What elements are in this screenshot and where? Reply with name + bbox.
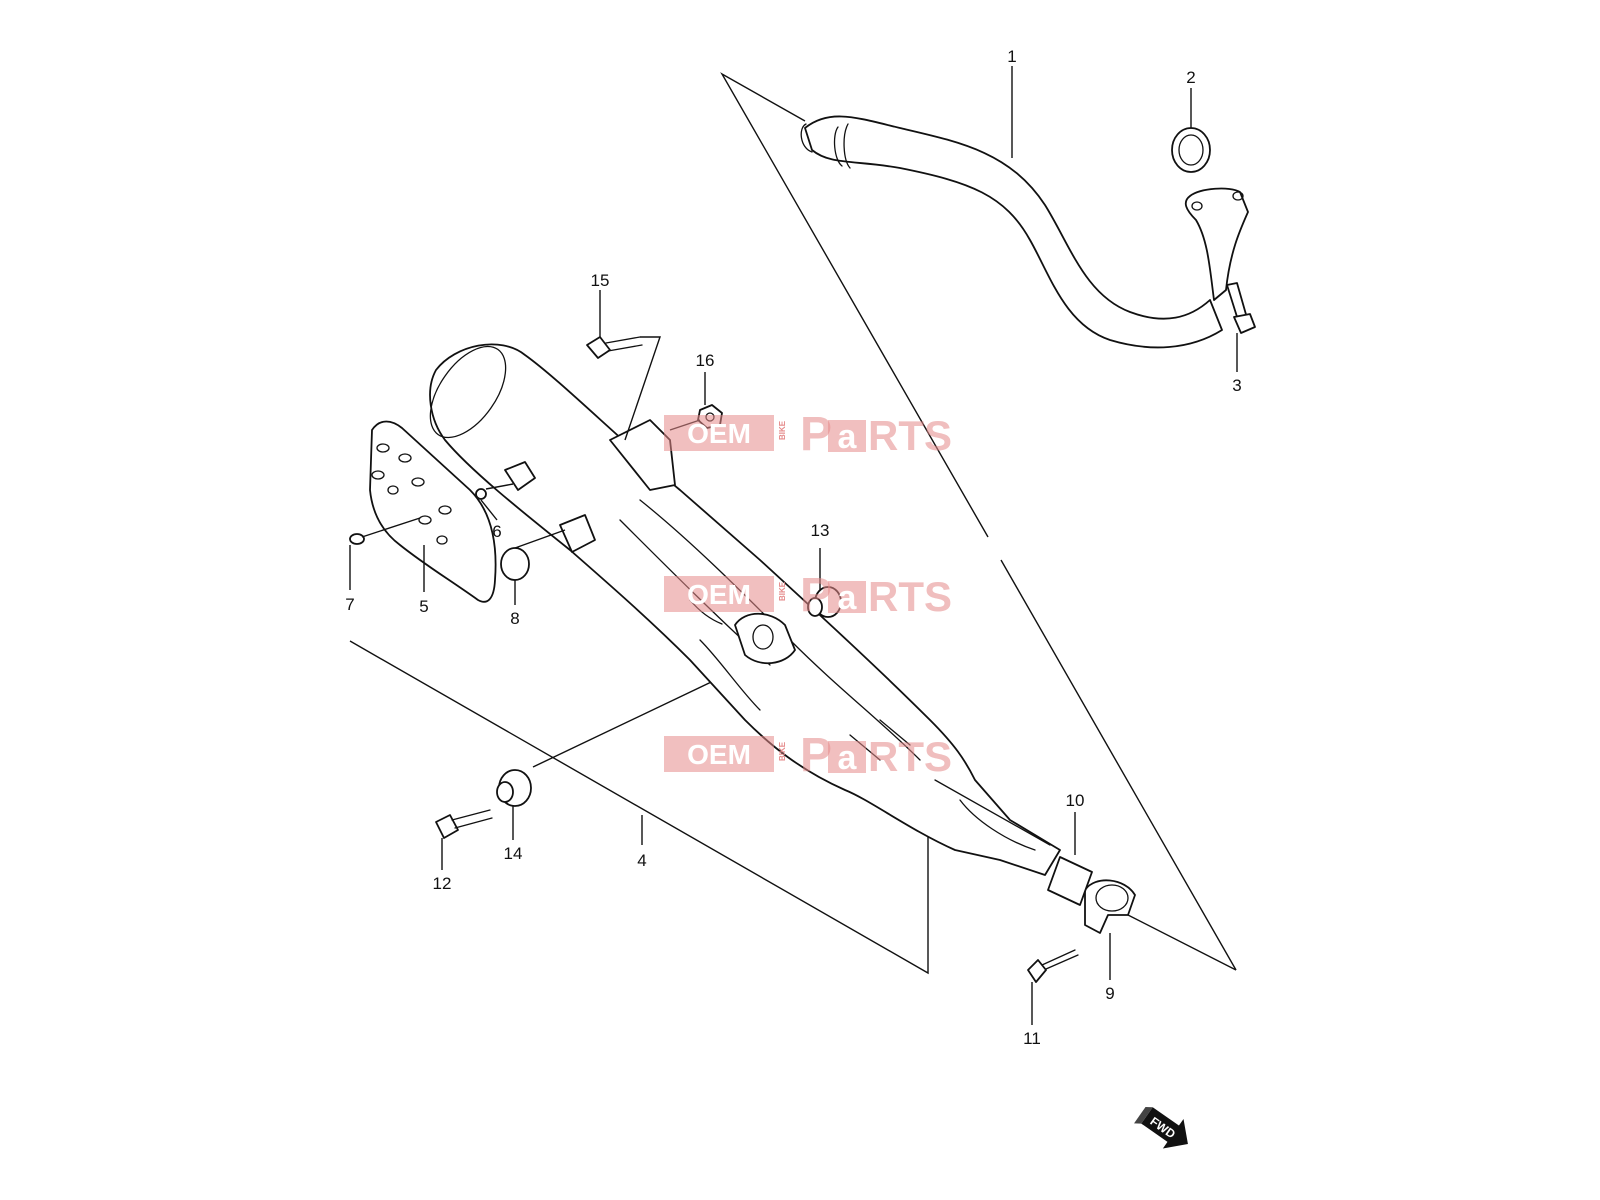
svg-text:BIKE: BIKE bbox=[778, 581, 787, 601]
assembly-bracket-right bbox=[720, 72, 989, 538]
callout-3: 3 bbox=[1232, 376, 1241, 395]
leader-8 bbox=[514, 529, 566, 549]
exhaust-pipe-part-1 bbox=[800, 115, 1249, 349]
svg-text:BIKE: BIKE bbox=[778, 420, 787, 440]
svg-text:a: a bbox=[838, 739, 858, 777]
svg-text:RTS: RTS bbox=[868, 412, 952, 459]
callout-9: 9 bbox=[1105, 984, 1114, 1003]
bolt-part-3 bbox=[1226, 282, 1256, 334]
callout-14: 14 bbox=[504, 844, 523, 863]
callout-5: 5 bbox=[419, 597, 428, 616]
callout-1: 1 bbox=[1007, 47, 1016, 66]
callout-11: 11 bbox=[1023, 1029, 1041, 1048]
callout-10: 10 bbox=[1066, 791, 1085, 810]
callout-12: 12 bbox=[433, 874, 452, 893]
fwd-arrow-icon: FWD bbox=[1134, 1107, 1188, 1149]
bolt-part-12 bbox=[435, 809, 493, 839]
svg-text:P: P bbox=[800, 408, 832, 461]
washer-part-6 bbox=[475, 488, 487, 500]
svg-text:OEM: OEM bbox=[687, 418, 751, 449]
clamp-part-9 bbox=[1084, 879, 1136, 934]
watermark-3: OEM BIKE P a RTS bbox=[664, 729, 952, 782]
svg-text:a: a bbox=[838, 418, 858, 456]
callout-7: 7 bbox=[345, 595, 354, 614]
callout-13: 13 bbox=[811, 521, 830, 540]
svg-text:BIKE: BIKE bbox=[778, 741, 787, 761]
screw-part-7 bbox=[349, 517, 421, 545]
assembly-bracket-bottom bbox=[1127, 914, 1237, 971]
callout-8: 8 bbox=[510, 609, 519, 628]
svg-text:P: P bbox=[800, 729, 832, 782]
gasket-part-2 bbox=[1171, 127, 1211, 173]
svg-text:RTS: RTS bbox=[868, 573, 952, 620]
watermark-2: OEM BIKE P a RTS bbox=[664, 569, 952, 622]
bolt-part-15 bbox=[586, 336, 643, 359]
svg-text:P: P bbox=[800, 569, 832, 622]
svg-text:RTS: RTS bbox=[868, 733, 952, 780]
callout-6: 6 bbox=[492, 522, 501, 541]
watermark: OEM BIKE P a RTS OEM BIKE P a RTS OEM BI… bbox=[664, 408, 952, 782]
callout-16: 16 bbox=[696, 351, 715, 370]
leader-6 bbox=[480, 499, 498, 521]
assembly-bracket-left bbox=[349, 640, 929, 975]
assembly-bracket-right-lower bbox=[1000, 559, 1237, 971]
leader-15-v bbox=[624, 336, 661, 441]
grommet-part-14 bbox=[496, 769, 532, 807]
callout-15: 15 bbox=[591, 271, 610, 290]
callout-4: 4 bbox=[637, 851, 646, 870]
sleeve-part-10 bbox=[1047, 856, 1093, 906]
bolt-part-11 bbox=[1027, 949, 1079, 983]
callout-2: 2 bbox=[1186, 68, 1195, 87]
leader-6b bbox=[485, 483, 514, 490]
heat-guard-part-5 bbox=[369, 420, 497, 603]
cap-part-8 bbox=[500, 547, 530, 581]
svg-text:a: a bbox=[838, 579, 858, 617]
svg-text:OEM: OEM bbox=[687, 739, 751, 770]
watermark-1: OEM BIKE P a RTS bbox=[664, 408, 952, 461]
svg-text:OEM: OEM bbox=[687, 579, 751, 610]
